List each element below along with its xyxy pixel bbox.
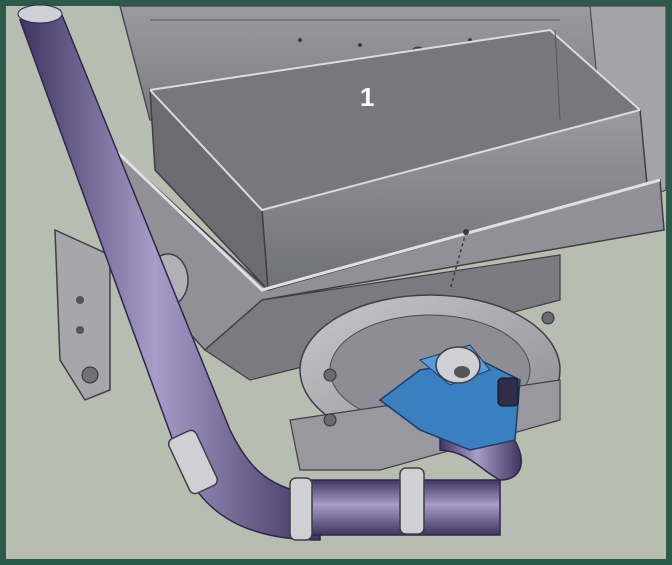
hopper (148, 28, 649, 293)
pipe-clamps (167, 429, 425, 541)
rotary-valve (378, 344, 521, 451)
part-callout-label: 1 (360, 82, 375, 112)
